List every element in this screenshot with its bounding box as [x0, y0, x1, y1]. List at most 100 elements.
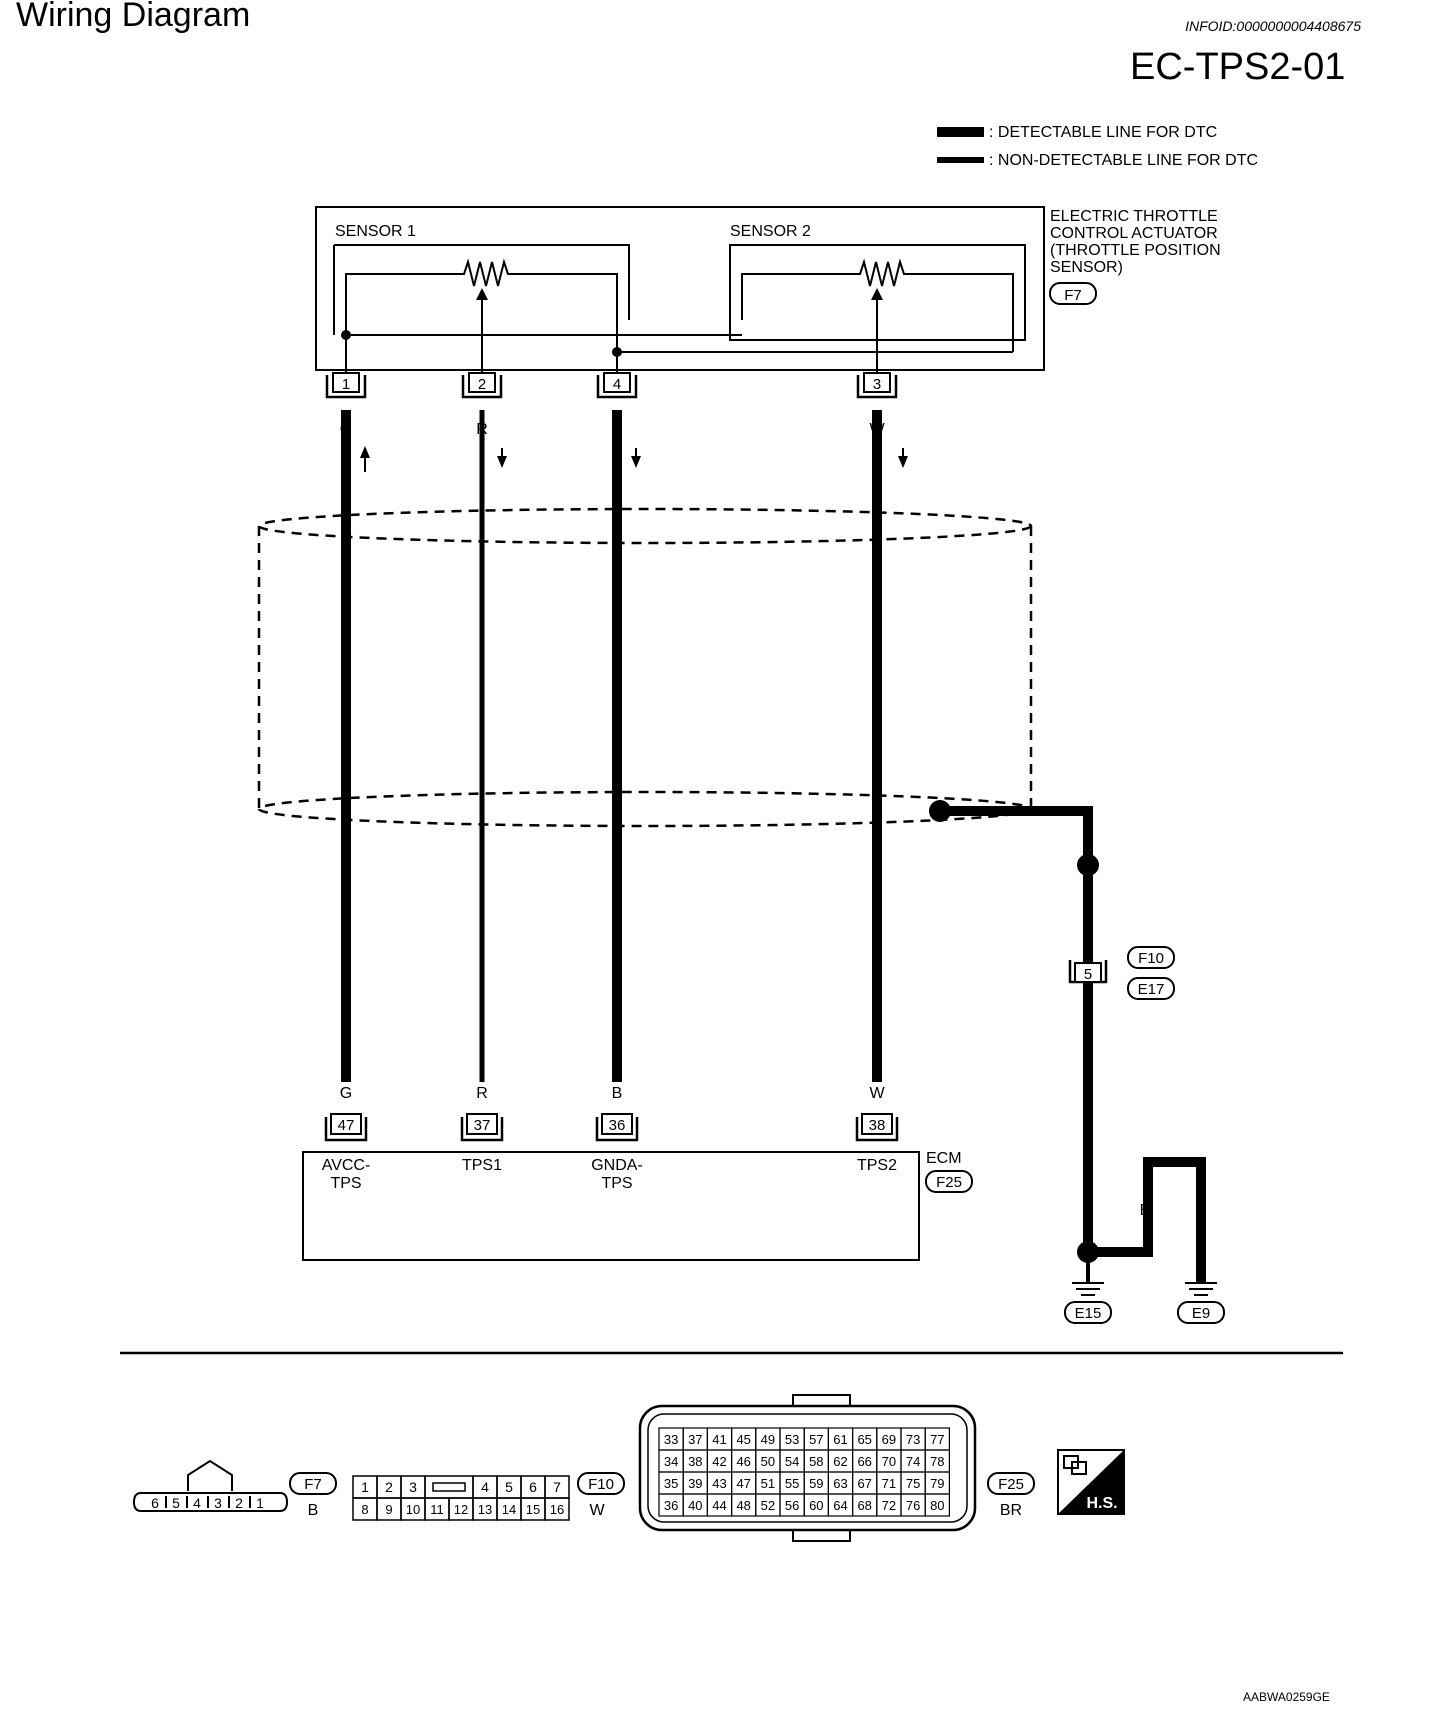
page-title: Wiring Diagram — [16, 0, 251, 34]
f10-pin: 9 — [385, 1502, 392, 1517]
f25-pin: 71 — [882, 1476, 896, 1491]
ground-id: E9 — [1192, 1305, 1210, 1322]
down-arrow-icon — [631, 456, 641, 468]
f25-pin: 63 — [833, 1476, 847, 1491]
ecm-label: ECM — [926, 1150, 962, 1167]
f25-pin: 64 — [833, 1498, 847, 1513]
shield-ground: B 5 F10 E17 B B B B E15 E9 — [929, 800, 1225, 1324]
f10-pin: 15 — [526, 1502, 540, 1517]
f7-pin: 4 — [193, 1495, 201, 1511]
f25-pin: 58 — [809, 1454, 823, 1469]
f25-pin: 36 — [664, 1498, 678, 1513]
sensor-2-resistor — [741, 258, 1014, 352]
sensor-1-label: SENSOR 1 — [335, 223, 416, 240]
hs-icon: H.S. — [1057, 1449, 1125, 1515]
f10-pin: 5 — [505, 1479, 513, 1495]
f7-id: F7 — [304, 1476, 322, 1493]
ecm-connector-id: F25 — [936, 1174, 962, 1191]
f25-pin: 75 — [906, 1476, 920, 1491]
legend-non-detectable-swatch — [937, 157, 984, 163]
f25-pin: 52 — [761, 1498, 775, 1513]
joint-connector-badge — [1127, 946, 1175, 969]
wire-color-label: W — [869, 1085, 885, 1102]
ecm-pin: 37 — [460, 1113, 504, 1142]
f7-pin: 6 — [151, 1495, 159, 1511]
f10-pin: 14 — [502, 1502, 516, 1517]
f10-pin: 7 — [553, 1479, 561, 1495]
f25-pin: 42 — [712, 1454, 726, 1469]
f25-pin: 46 — [736, 1454, 750, 1469]
actuator-pins: 1 2 4 3 — [325, 372, 898, 399]
ecm-pin-name: TPS — [330, 1175, 361, 1192]
signal-wires — [341, 410, 882, 1082]
f25-pin: 60 — [809, 1498, 823, 1513]
actuator-label-line-4: SENSOR) — [1050, 259, 1123, 276]
ecm-pin-name: GNDA- — [591, 1157, 643, 1174]
f25-pin: 61 — [833, 1432, 847, 1447]
f25-pin: 44 — [712, 1498, 726, 1513]
f7-pin: 3 — [214, 1495, 222, 1511]
svg-text:37: 37 — [474, 1117, 491, 1134]
f25-pin: 55 — [785, 1476, 799, 1491]
down-arrow-icon — [497, 456, 507, 468]
ground-icon — [1072, 1282, 1104, 1296]
actuator-label-line-2: CONTROL ACTUATOR — [1050, 225, 1218, 242]
f25-pin: 50 — [761, 1454, 775, 1469]
f25-pin: 56 — [785, 1498, 799, 1513]
svg-text:F10: F10 — [1138, 950, 1164, 967]
f10-pin: 13 — [478, 1502, 492, 1517]
legend-detectable-text: : DETECTABLE LINE FOR DTC — [989, 124, 1217, 141]
f10-pin: 2 — [385, 1479, 393, 1495]
actuator-connector-badge — [1049, 282, 1097, 305]
up-arrow-icon — [360, 446, 370, 458]
f10-pin: 4 — [481, 1479, 489, 1495]
ecm-box — [302, 1151, 920, 1261]
f25-pin: 57 — [809, 1432, 823, 1447]
f25-pin: 48 — [736, 1498, 750, 1513]
f25-pin: 68 — [857, 1498, 871, 1513]
f7-pin: 1 — [256, 1495, 264, 1511]
svg-text:3: 3 — [873, 376, 881, 393]
f25-pin: 51 — [761, 1476, 775, 1491]
f10-pin: 16 — [550, 1502, 564, 1517]
ground-icon — [1185, 1282, 1217, 1296]
f25-pin: 40 — [688, 1498, 702, 1513]
f10-pin: 3 — [409, 1479, 417, 1495]
ecm: G R B W 47 37 36 38 AVCC- TPS TPS1 GNDA- — [302, 1085, 973, 1261]
f7-pin: 2 — [235, 1495, 243, 1511]
actuator-box — [315, 206, 1045, 371]
throttle-actuator: ELECTRIC THROTTLE CONTROL ACTUATOR (THRO… — [315, 206, 1221, 372]
f10-id: F10 — [588, 1476, 614, 1493]
joint-connector-badge — [1127, 977, 1175, 1000]
shielded-cable — [257, 507, 1033, 828]
f25-pin: 78 — [930, 1454, 944, 1469]
sensor-1-resistor — [345, 258, 618, 352]
f7-color: B — [308, 1502, 319, 1519]
f25-pin: 72 — [882, 1498, 896, 1513]
ecm-pin: 38 — [855, 1113, 899, 1142]
f25-pin: 67 — [857, 1476, 871, 1491]
f25-pin: 45 — [736, 1432, 750, 1447]
f25-pin: 79 — [930, 1476, 944, 1491]
ground-wire-color: B — [1083, 1008, 1094, 1025]
f25-pin: 49 — [761, 1432, 775, 1447]
svg-text:1: 1 — [342, 376, 350, 393]
f25-pin: 35 — [664, 1476, 678, 1491]
wire-color-label: G — [340, 1085, 352, 1102]
f25-pin: 80 — [930, 1498, 944, 1513]
figure-code: AABWA0259GE — [1243, 1690, 1330, 1704]
sensor-2-label: SENSOR 2 — [730, 223, 811, 240]
f25-pin: 38 — [688, 1454, 702, 1469]
wire-color-label: B — [612, 1085, 623, 1102]
actuator-label-line-1: ELECTRIC THROTTLE — [1050, 208, 1218, 225]
ground-wire-color: B — [1140, 1202, 1151, 1219]
f25-pin: 37 — [688, 1432, 702, 1447]
f25-pin: 76 — [906, 1498, 920, 1513]
f25-pin: 59 — [809, 1476, 823, 1491]
f25-pin: 39 — [688, 1476, 702, 1491]
f25-pin: 66 — [857, 1454, 871, 1469]
joint-pin: 5 — [1084, 966, 1092, 983]
